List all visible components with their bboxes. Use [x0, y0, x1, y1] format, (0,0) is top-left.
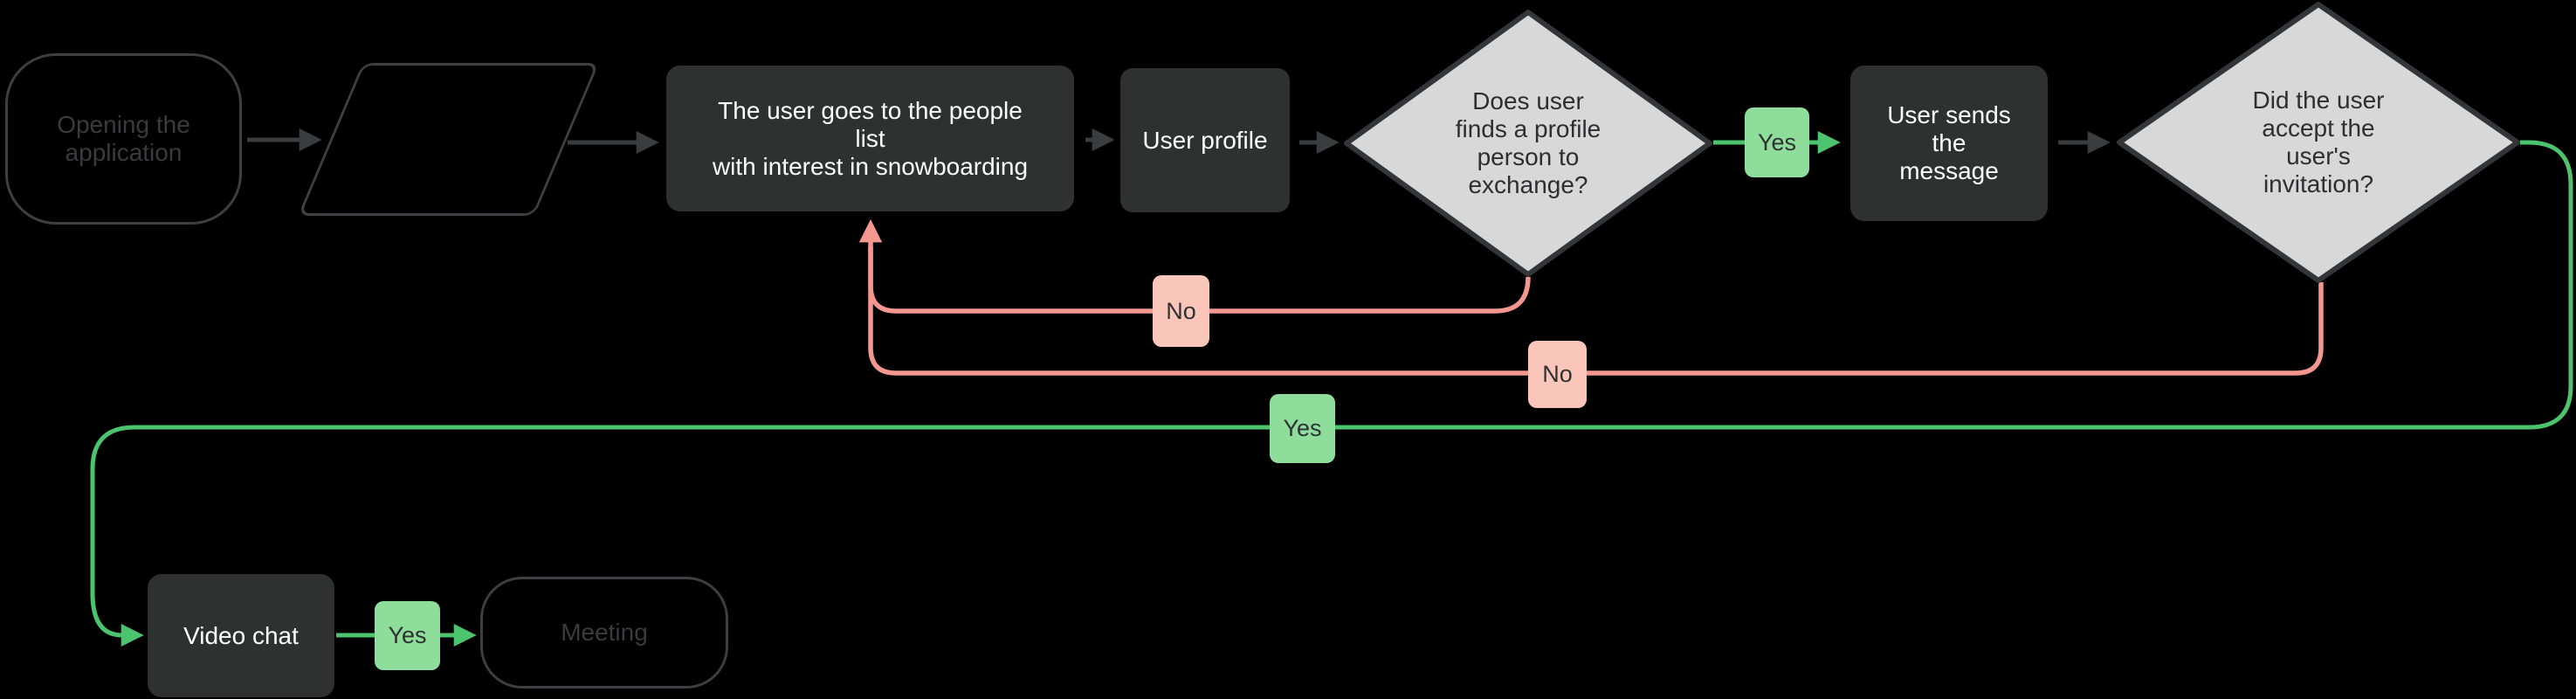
- no-badge-accept-invitation-text: No: [1542, 361, 1573, 387]
- accept-invitation-decision-label: Did the user accept the user's invitatio…: [2252, 87, 2385, 197]
- start-node-label: Opening the application: [57, 111, 190, 166]
- no-badge-find-profile[interactable]: No: [1153, 275, 1209, 347]
- user-profile-label: User profile: [1142, 126, 1268, 154]
- edge-yes-to-video-chat: [90, 140, 2573, 647]
- user-profile-node[interactable]: User profile: [1120, 68, 1290, 212]
- yes-badge-video-chat-text: Yes: [388, 622, 427, 648]
- send-message-node[interactable]: User sends the message: [1850, 66, 2048, 221]
- no-badge-accept-invitation[interactable]: No: [1528, 341, 1587, 408]
- meeting-node[interactable]: Meeting: [480, 577, 728, 689]
- yes-badge-find-profile[interactable]: Yes: [1745, 107, 1809, 177]
- yes-badge-accept-invitation-text: Yes: [1283, 415, 1322, 441]
- yes-badge-accept-invitation[interactable]: Yes: [1270, 394, 1335, 463]
- people-list-label: The user goes to the people list with in…: [712, 96, 1029, 180]
- video-chat-label: Video chat: [183, 621, 299, 649]
- meeting-label: Meeting: [561, 619, 648, 646]
- people-list-node[interactable]: The user goes to the people list with in…: [666, 66, 1074, 211]
- no-badge-find-profile-text: No: [1166, 297, 1196, 324]
- accept-invitation-decision-node[interactable]: Did the user accept the user's invitatio…: [2116, 1, 2521, 284]
- diamond-shape: [2117, 2, 2520, 283]
- find-profile-decision-node[interactable]: Does user finds a profile person to exch…: [1343, 9, 1713, 278]
- yes-badge-video-chat[interactable]: Yes: [375, 601, 440, 670]
- edge-no-accept-return: [858, 218, 2324, 376]
- send-message-label: User sends the message: [1887, 101, 2011, 184]
- video-chat-node[interactable]: Video chat: [148, 574, 334, 697]
- find-profile-decision-label: Does user finds a profile person to exch…: [1455, 87, 1601, 198]
- yes-badge-find-profile-text: Yes: [1757, 128, 1797, 156]
- diamond-shape: [1344, 10, 1712, 277]
- start-node[interactable]: Opening the application: [5, 53, 242, 225]
